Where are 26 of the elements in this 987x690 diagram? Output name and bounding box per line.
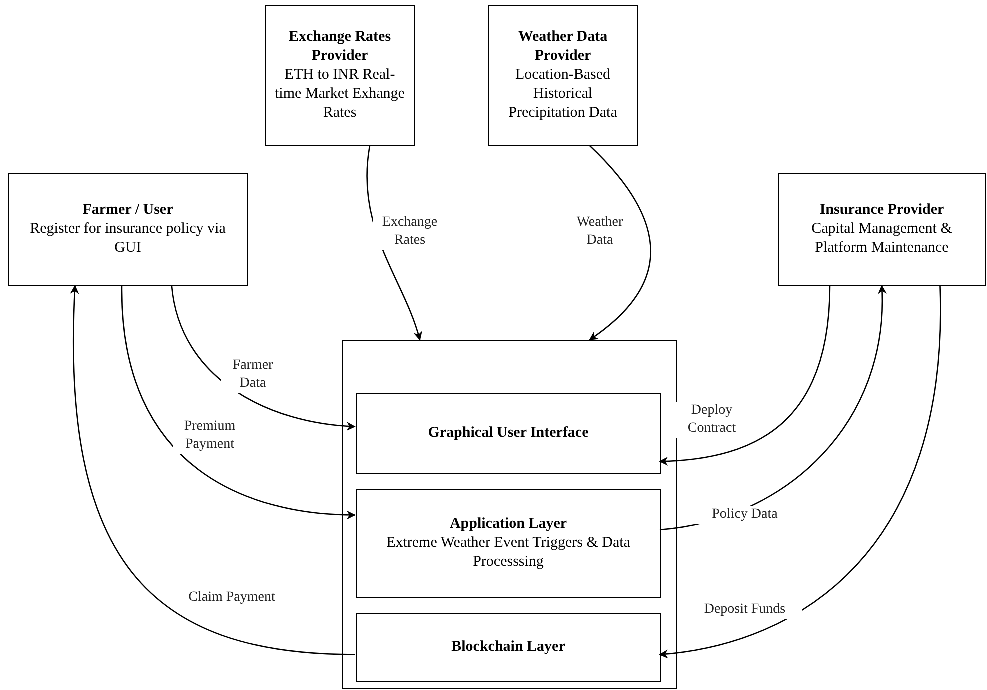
arrow [659,286,941,658]
box-heading: Graphical User Interface [428,424,589,443]
process-box [356,613,661,682]
process-box [488,5,638,146]
process-box [265,5,415,146]
box-text: ETH to INR Real-time Market Exhange Rates [274,66,406,123]
box-text: Extreme Weather Event Triggers & Data Processsing [386,534,632,572]
box-text: Capital Management & Platform Maintenance [810,220,954,258]
process-box [356,393,661,474]
box-heading: Farmer / User [82,201,174,220]
box-heading: Blockchain Layer [452,638,566,657]
process-box [778,173,986,286]
process-box [356,489,661,598]
box-heading: Exchange Rates Provider [288,28,392,66]
box-text: Location-Based Historical Precipitation Data [508,66,618,123]
box-text: Register for insurance policy via GUI [29,220,227,258]
box-heading: Application Layer [450,515,568,534]
arrow [659,286,831,466]
system-box [342,340,677,689]
arrow [171,286,356,431]
arrow [70,285,356,656]
arrow [589,146,652,341]
box-heading: Weather Data Provider [517,28,609,66]
box-heading: Insurance Provider [820,201,944,220]
arrow [121,286,356,520]
process-box [8,173,248,286]
